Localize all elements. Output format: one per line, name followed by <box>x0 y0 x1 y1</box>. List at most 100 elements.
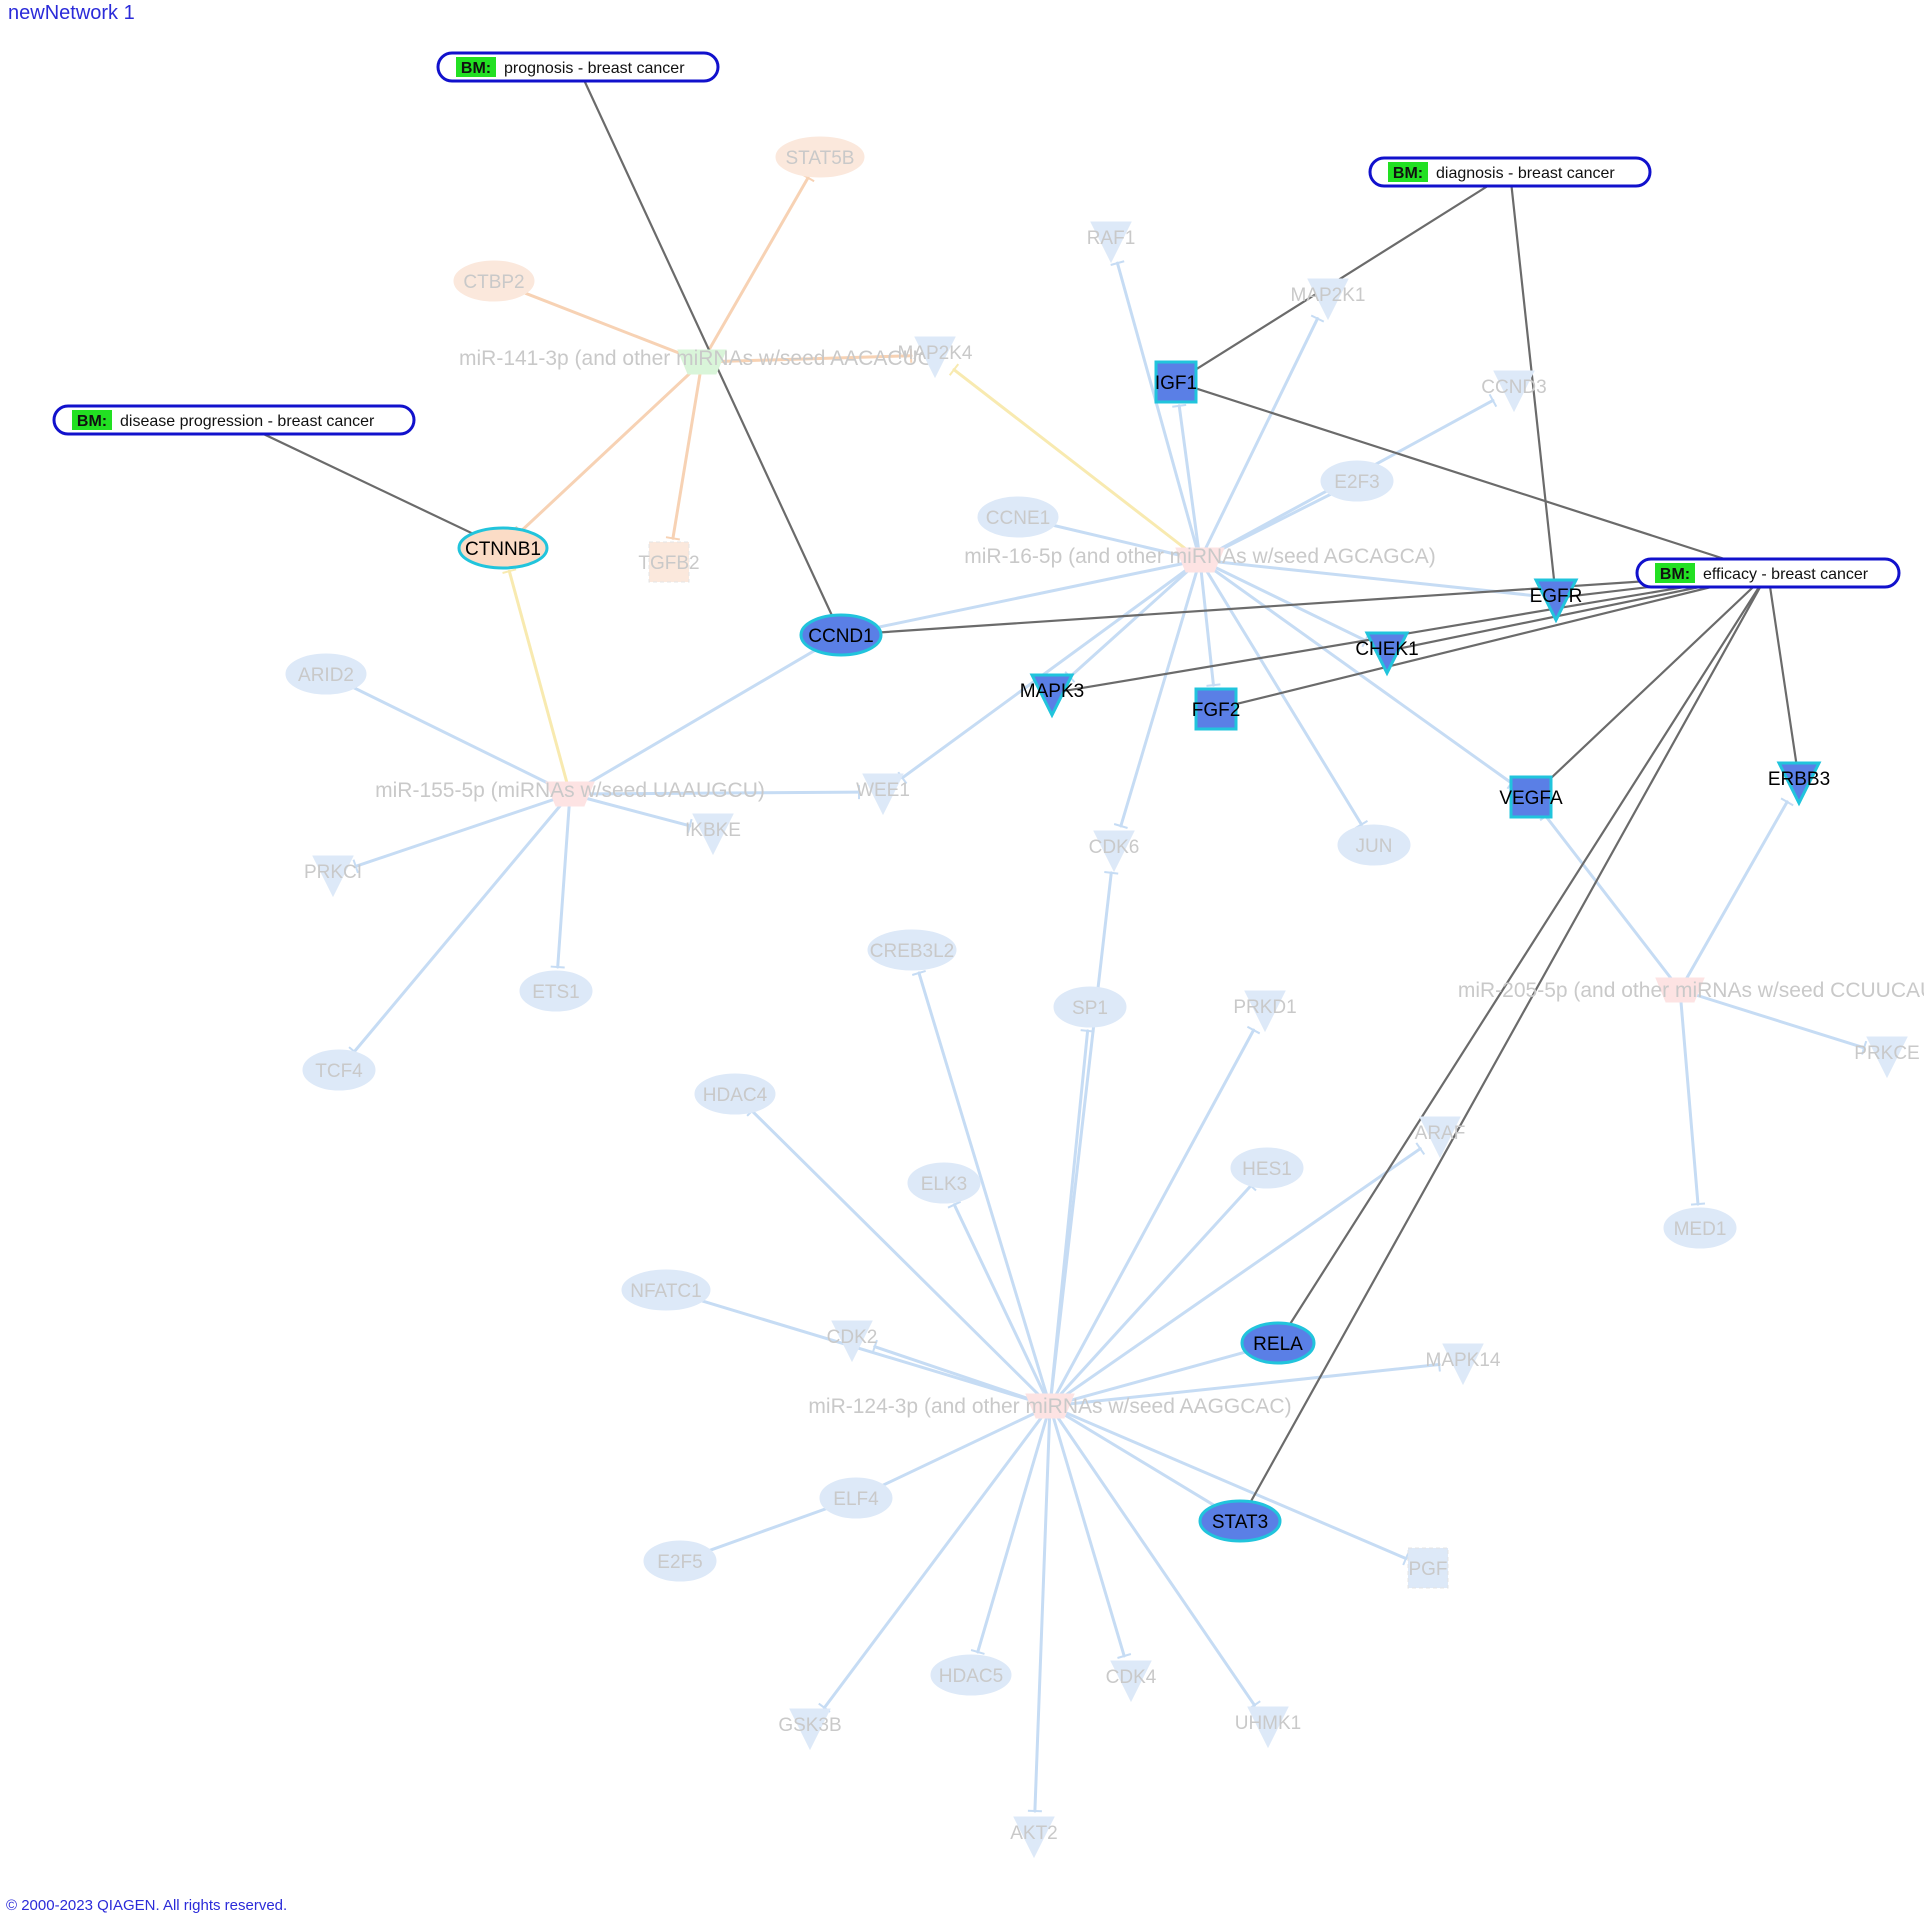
gene-label: PRKD1 <box>1233 997 1296 1018</box>
gene-node-cdk6[interactable]: CDK6 <box>1089 830 1140 873</box>
gene-node-ctbp2[interactable]: CTBP2 <box>453 260 535 302</box>
edge-bm_eff-VEGFA <box>1535 571 1770 793</box>
gene-node-prkci[interactable]: PRKCI <box>304 855 362 898</box>
gene-node-gsk3b[interactable]: GSK3B <box>778 1708 842 1751</box>
gene-node-chek1[interactable]: CHEK1 <box>1355 631 1419 677</box>
gene-node-creb3l2[interactable]: CREB3L2 <box>867 929 957 971</box>
biomarker-badge-bm_eff[interactable]: BM:efficacy - breast cancer <box>1635 557 1901 589</box>
biomarker-badge-bm_dis[interactable]: BM:disease progression - breast cancer <box>52 404 416 436</box>
gene-node-e2f3[interactable]: E2F3 <box>1320 460 1394 502</box>
gene-node-mapk3[interactable]: MAPK3 <box>1020 673 1084 719</box>
gene-node-cdk2[interactable]: CDK2 <box>827 1320 878 1363</box>
edge-mir16-CDK6 <box>1113 558 1202 829</box>
edge-mir141-TGFB2 <box>665 360 704 541</box>
edge-mir155-PRKCI <box>352 792 572 874</box>
gene-label: PRKCI <box>304 862 362 883</box>
gene-node-sp1[interactable]: SP1 <box>1053 986 1127 1028</box>
gene-label: STAT3 <box>1212 1512 1268 1533</box>
gene-label: STAT5B <box>786 148 855 169</box>
gene-label: IKBKE <box>685 820 741 841</box>
edge-mir124-CDK4 <box>1048 1404 1132 1659</box>
gene-node-raf1[interactable]: RAF1 <box>1087 221 1136 264</box>
gene-label: CCND3 <box>1481 377 1546 398</box>
mirna-node-mir141[interactable]: miR-141-3p (and other miRNAs w/seed AACA… <box>459 347 941 375</box>
gene-node-e2f5[interactable]: E2F5 <box>643 1540 717 1582</box>
mirna-label: miR-16-5p (and other miRNAs w/seed AGCAG… <box>964 545 1436 568</box>
edge-mir124-ELK3 <box>947 1200 1052 1408</box>
gene-label: EGFR <box>1530 586 1583 607</box>
mirna-label: miR-124-3p (and other miRNAs w/seed AAGG… <box>808 1395 1291 1418</box>
gene-node-ccnd3[interactable]: CCND3 <box>1481 370 1547 413</box>
gene-node-arid2[interactable]: ARID2 <box>285 653 367 695</box>
mirna-node-mir124[interactable]: miR-124-3p (and other miRNAs w/seed AAGG… <box>808 1393 1292 1419</box>
edge-bm_diag-EGFR <box>1508 170 1557 592</box>
edge-mir141-CTNNB1 <box>515 360 704 538</box>
biomarker-badge-bm_diag[interactable]: BM:diagnosis - breast cancer <box>1368 156 1652 188</box>
gene-node-prkd1[interactable]: PRKD1 <box>1233 990 1297 1033</box>
edge-mir16-MAPK3 <box>1064 558 1202 683</box>
gene-node-vegfa[interactable]: VEGFA <box>1499 775 1563 819</box>
gene-node-ccne1[interactable]: CCNE1 <box>977 496 1059 538</box>
mirna-node-mir205[interactable]: miR-205-5p (and other miRNAs w/seed CCUU… <box>1458 977 1924 1003</box>
edge-bm_eff-IGF1 <box>1182 383 1770 575</box>
edge-bm_eff-MAPK3 <box>1058 571 1770 693</box>
gene-node-fgf2[interactable]: FGF2 <box>1192 687 1241 731</box>
gene-node-jun[interactable]: JUN <box>1337 824 1411 866</box>
gene-node-akt2[interactable]: AKT2 <box>1010 1816 1058 1859</box>
gene-node-ctnnb1[interactable]: CTNNB1 <box>457 526 549 570</box>
mirna-label: miR-155-5p (miRNAs w/seed UAAUGCU) <box>375 779 765 802</box>
gene-node-elf4[interactable]: ELF4 <box>819 1477 893 1519</box>
gene-node-hdac4[interactable]: HDAC4 <box>694 1073 776 1115</box>
gene-node-map2k1[interactable]: MAP2K1 <box>1291 278 1366 321</box>
mirna-node-mir16[interactable]: miR-16-5p (and other miRNAs w/seed AGCAG… <box>964 545 1436 573</box>
gene-node-mapk14[interactable]: MAPK14 <box>1426 1343 1501 1386</box>
gene-node-pgf[interactable]: PGF <box>1407 1547 1449 1589</box>
gene-node-araf[interactable]: ARAF <box>1415 1116 1466 1159</box>
gene-node-stat5b[interactable]: STAT5B <box>775 136 865 178</box>
bm-label: diagnosis - breast cancer <box>1436 165 1615 182</box>
edge-mir124-HDAC5 <box>970 1404 1052 1655</box>
mirna-node-mir155[interactable]: miR-155-5p (miRNAs w/seed UAAUGCU) <box>375 779 765 807</box>
gene-label: ELF4 <box>833 1489 879 1510</box>
biomarker-badge-bm_prog[interactable]: BM:prognosis - breast cancer <box>436 51 720 83</box>
edge-mir124-PGF <box>1048 1404 1410 1566</box>
gene-node-uhmk1[interactable]: UHMK1 <box>1235 1706 1302 1749</box>
gene-node-rela[interactable]: RELA <box>1240 1321 1316 1365</box>
gene-node-egfr[interactable]: EGFR <box>1530 578 1583 624</box>
gene-label: CDK4 <box>1106 1667 1157 1688</box>
gene-label: SP1 <box>1072 998 1108 1019</box>
edge-mir16-EGFR <box>1198 558 1534 603</box>
gene-node-ets1[interactable]: ETS1 <box>519 970 593 1012</box>
bm-tag: BM: <box>461 60 491 77</box>
gene-node-stat3[interactable]: STAT3 <box>1198 1499 1282 1543</box>
gene-node-cdk4[interactable]: CDK4 <box>1106 1660 1157 1703</box>
gene-node-ikbke[interactable]: IKBKE <box>685 813 741 856</box>
edge-mir16-MAP2K1 <box>1198 314 1325 562</box>
gene-node-ccnd1[interactable]: CCND1 <box>799 613 883 657</box>
gene-node-wee1[interactable]: WEE1 <box>856 773 910 816</box>
gene-node-hdac5[interactable]: HDAC5 <box>930 1654 1012 1696</box>
gene-node-nfatc1[interactable]: NFATC1 <box>621 1269 711 1311</box>
edge-mir124-ARAF <box>1048 1142 1426 1408</box>
edge-mir155-CTNNB1 <box>502 568 572 796</box>
gene-node-prkce[interactable]: PRKCE <box>1854 1036 1920 1079</box>
gene-node-hes1[interactable]: HES1 <box>1230 1147 1304 1189</box>
bm-tag-box <box>72 410 112 430</box>
edge-mir155-IKBKE <box>568 792 693 833</box>
edge-mir155-WEE1 <box>568 785 861 800</box>
gene-node-erbb3[interactable]: ERBB3 <box>1768 761 1830 807</box>
gene-label: CTBP2 <box>463 272 524 293</box>
mirna-label: miR-141-3p (and other miRNAs w/seed AACA… <box>459 347 941 370</box>
gene-label: HES1 <box>1242 1159 1292 1180</box>
gene-label: PGF <box>1408 1559 1447 1580</box>
gene-node-map2k4[interactable]: MAP2K4 <box>898 336 973 379</box>
gene-node-med1[interactable]: MED1 <box>1663 1207 1737 1249</box>
gene-label: CCNE1 <box>986 508 1050 529</box>
gene-label: FGF2 <box>1192 700 1241 721</box>
gene-node-elk3[interactable]: ELK3 <box>907 1162 981 1204</box>
gene-node-tgfb2[interactable]: TGFB2 <box>638 541 700 583</box>
gene-node-igf1[interactable]: IGF1 <box>1154 360 1198 404</box>
gene-node-tcf4[interactable]: TCF4 <box>302 1049 376 1091</box>
gene-label: ERBB3 <box>1768 769 1830 790</box>
